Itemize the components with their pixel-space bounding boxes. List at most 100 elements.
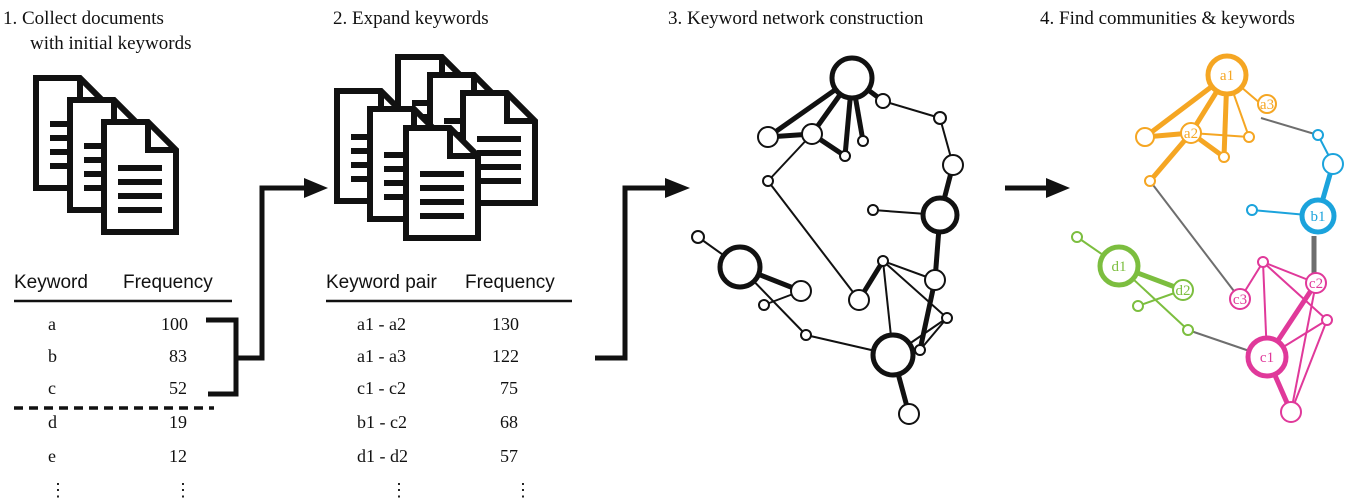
community-node	[1132, 300, 1144, 312]
step3-title: 3. Keyword network construction	[668, 8, 924, 29]
table-cell: 68	[500, 412, 518, 432]
network-node	[857, 135, 869, 147]
node-c1	[1245, 335, 1289, 379]
network-node	[801, 123, 823, 145]
table-cell: 19	[169, 412, 187, 432]
network-node	[933, 111, 947, 125]
node-d2	[1172, 279, 1194, 301]
keyword-network	[691, 55, 964, 425]
document-icon	[104, 122, 176, 232]
keyword-pair-table: Keyword pair Frequency a1 - a2 130 a1 - …	[326, 272, 572, 500]
node-a3	[1257, 94, 1277, 114]
table-cell: 12	[169, 446, 187, 466]
community-node	[1144, 175, 1156, 187]
node-c2	[1305, 272, 1327, 294]
community-a-edges	[1143, 73, 1262, 183]
table-cell: 75	[500, 378, 518, 398]
network-node	[758, 299, 770, 311]
table-cell: b	[48, 346, 57, 366]
table-cell: c	[48, 378, 56, 398]
label-c1: c1	[1260, 350, 1274, 366]
network-node	[790, 280, 812, 302]
table-cell: a1 - a2	[357, 314, 406, 334]
table-cell: a1 - a3	[357, 346, 406, 366]
community-node	[1321, 314, 1333, 326]
network-node	[829, 55, 875, 101]
table-cell: ⋮	[390, 480, 408, 500]
step4-title: 4. Find communities & keywords	[1040, 8, 1295, 29]
network-node	[898, 403, 920, 425]
network-node	[924, 269, 946, 291]
community-node	[1257, 256, 1269, 268]
table2-header-frequency: Frequency	[465, 272, 555, 293]
network-node	[839, 150, 851, 162]
arrow-right-icon	[206, 178, 328, 397]
community-node	[1071, 231, 1083, 243]
network-node	[717, 244, 763, 290]
table-cell: 57	[500, 446, 518, 466]
table-cell: 83	[169, 346, 187, 366]
network-node	[875, 93, 891, 109]
label-a1: a1	[1220, 68, 1234, 84]
node-b1	[1299, 197, 1337, 235]
network-node	[877, 255, 889, 267]
table1-header-frequency: Frequency	[123, 272, 213, 293]
label-d1: d1	[1112, 259, 1127, 275]
community-network: a1 a2 a3 b1 c1	[1071, 53, 1344, 423]
label-a2: a2	[1184, 126, 1198, 142]
community-node	[1135, 127, 1155, 147]
network-node	[800, 329, 812, 341]
community-node	[1246, 204, 1258, 216]
network-node	[757, 126, 779, 148]
table-cell: ⋮	[514, 480, 532, 500]
network-node	[848, 289, 870, 311]
document-stack-initial	[36, 78, 176, 232]
label-d2: d2	[1176, 283, 1191, 299]
label-a3: a3	[1260, 97, 1274, 113]
table-cell: 52	[169, 378, 187, 398]
node-a2	[1180, 122, 1202, 144]
table-cell: 130	[492, 314, 519, 334]
table-cell: c1 - c2	[357, 378, 406, 398]
network-node	[942, 154, 964, 176]
node-a1	[1205, 53, 1249, 97]
community-node	[1243, 131, 1255, 143]
table-cell: d1 - d2	[357, 446, 408, 466]
community-node	[1322, 153, 1344, 175]
table-cell: a	[48, 314, 56, 334]
step1-title-line2: with initial keywords	[30, 33, 191, 54]
step2-title: 2. Expand keywords	[333, 8, 489, 29]
table-cell: e	[48, 446, 56, 466]
table1-header-keyword: Keyword	[14, 272, 88, 293]
network-node	[870, 332, 916, 378]
community-node	[1280, 401, 1302, 423]
node-d1	[1097, 244, 1141, 288]
network-node	[867, 204, 879, 216]
step1-title-line1: 1. Collect documents	[3, 8, 164, 29]
community-node	[1218, 151, 1230, 163]
arrow-right-icon	[1005, 178, 1070, 198]
network-node	[920, 195, 960, 235]
arrow-right-icon	[595, 178, 690, 361]
network-node	[941, 312, 953, 324]
table-cell: ⋮	[174, 480, 192, 500]
node-c3	[1229, 288, 1251, 310]
network-node	[914, 344, 926, 356]
community-node	[1312, 129, 1324, 141]
table-cell: d	[48, 412, 57, 432]
table-cell: b1 - c2	[357, 412, 407, 432]
label-c2: c2	[1309, 276, 1323, 292]
label-b1: b1	[1311, 209, 1326, 225]
document-icon	[406, 128, 478, 238]
community-node	[1182, 324, 1194, 336]
keyword-frequency-table: Keyword Frequency a 100 b 83 c 52 d 19 e…	[14, 272, 232, 500]
network-node	[762, 175, 774, 187]
document-stack-expanded	[337, 57, 535, 238]
table-cell: 100	[161, 314, 188, 334]
table-cell: ⋮	[49, 480, 67, 500]
table2-header-pair: Keyword pair	[326, 272, 438, 293]
network-node	[691, 230, 705, 244]
network-edges-weak	[697, 100, 954, 356]
label-c3: c3	[1233, 292, 1247, 308]
